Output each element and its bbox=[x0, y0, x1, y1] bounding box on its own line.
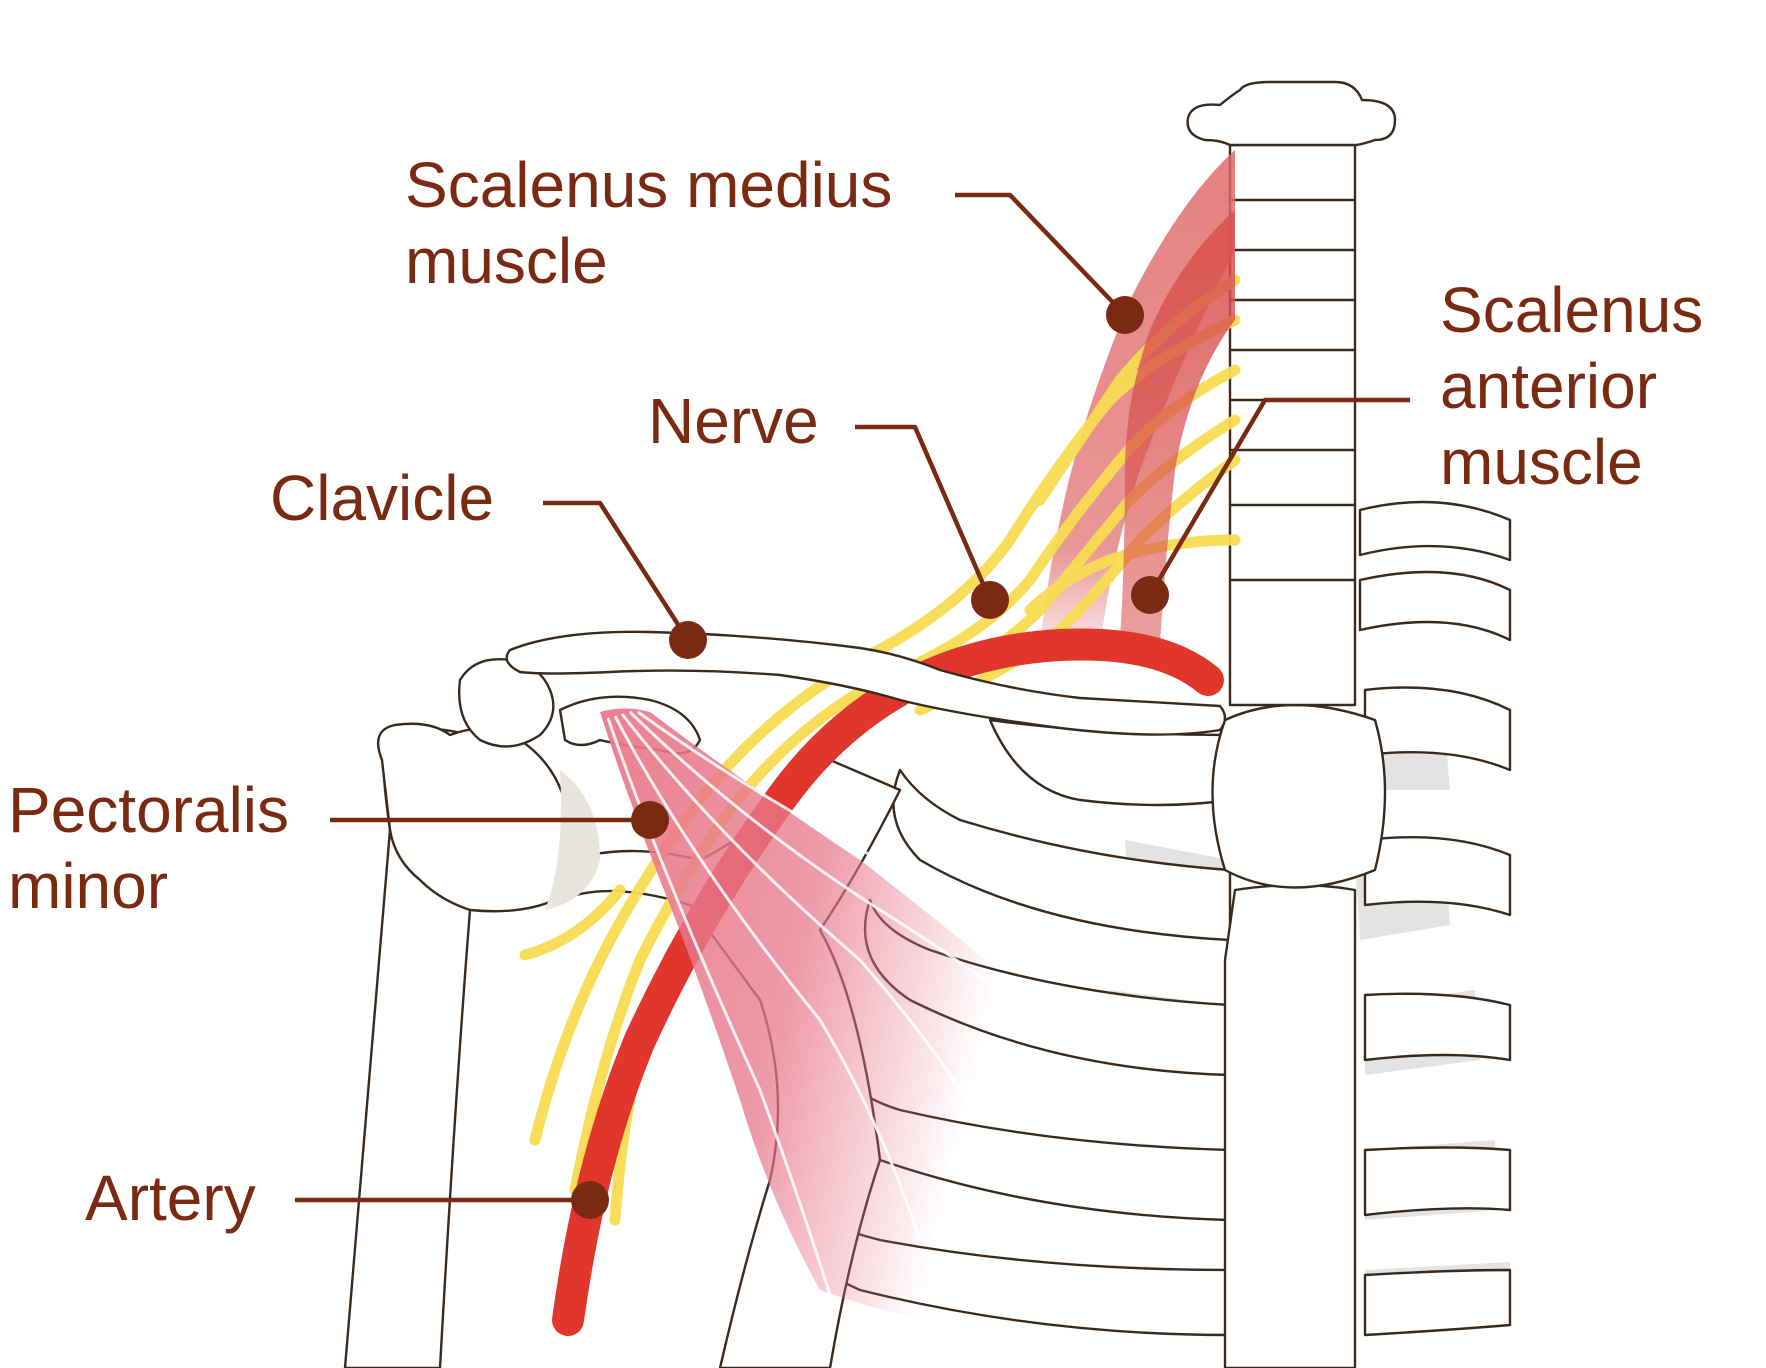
scalenus-anterior-muscle bbox=[1120, 210, 1235, 645]
label-scalenus-medius-line1: Scalenus medius bbox=[405, 149, 892, 221]
label-clavicle: Clavicle bbox=[270, 462, 494, 534]
clavicle-dot-icon bbox=[669, 621, 707, 659]
sternum bbox=[1223, 883, 1357, 1368]
cervical-spine bbox=[1186, 80, 1397, 707]
label-scalenus-medius-line2: muscle bbox=[405, 225, 608, 297]
label-nerve: Nerve bbox=[648, 385, 819, 457]
rib-cage bbox=[787, 500, 1512, 1368]
artery-dot-icon bbox=[571, 1181, 609, 1219]
pectoralis-minor-dot-icon bbox=[631, 801, 669, 839]
label-scalenus-anterior-line1: Scalenus bbox=[1440, 274, 1703, 346]
subclavian-artery bbox=[552, 628, 1224, 1336]
pectoralis-minor-muscle bbox=[600, 708, 1011, 1330]
label-scalenus-anterior-line2: anterior bbox=[1440, 350, 1657, 422]
scalenus-medius-dot-icon bbox=[1106, 296, 1144, 334]
label-pectoralis-minor-line1: Pectoralis bbox=[8, 774, 289, 846]
label-pectoralis-minor-line2: minor bbox=[8, 850, 168, 922]
manubrium bbox=[1211, 703, 1387, 889]
labels: Scalenus medius muscle Scalenus anterior… bbox=[8, 149, 1703, 1234]
label-scalenus-anterior-line3: muscle bbox=[1440, 426, 1643, 498]
label-artery: Artery bbox=[85, 1162, 256, 1234]
nerve-dot-icon bbox=[971, 581, 1009, 619]
leader-lines bbox=[295, 192, 1410, 1219]
scalenus-anterior-dot-icon bbox=[1131, 576, 1169, 614]
